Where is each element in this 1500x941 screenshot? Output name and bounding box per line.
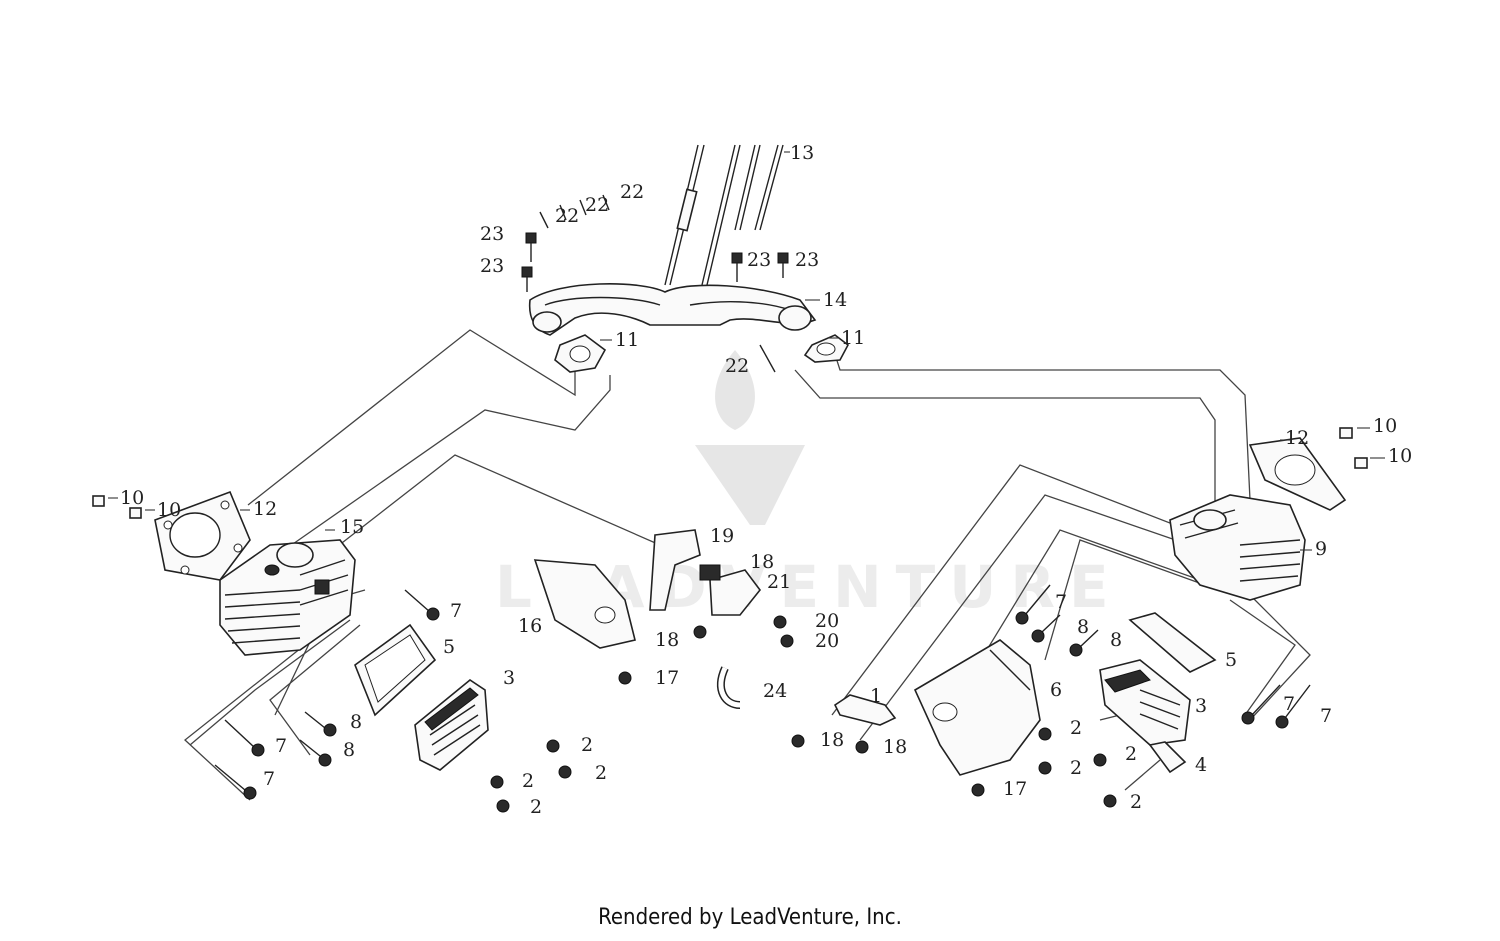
label-7: 7	[450, 600, 462, 622]
hose-24	[717, 666, 741, 709]
label-6: 6	[1050, 679, 1062, 701]
label-22: 22	[555, 205, 579, 227]
label-14: 14	[823, 289, 847, 311]
label-2: 2	[522, 770, 534, 792]
cylinder-head-15-left	[219, 539, 356, 656]
label-23: 23	[747, 249, 771, 271]
label-18: 18	[750, 551, 774, 573]
push-rod-13-assembly	[664, 144, 790, 286]
bracket-19	[649, 529, 701, 611]
label-22: 22	[585, 194, 609, 216]
label-18: 18	[883, 736, 907, 758]
label-10: 10	[1373, 415, 1397, 437]
label-24: 24	[763, 680, 787, 702]
label-20: 20	[815, 610, 839, 632]
label-5: 5	[1225, 649, 1237, 671]
shroud-6	[913, 639, 1041, 776]
label-2: 2	[530, 796, 542, 818]
label-12: 12	[1285, 427, 1309, 449]
fasteners	[214, 584, 1311, 813]
label-10: 10	[120, 487, 144, 509]
label-20: 20	[815, 630, 839, 652]
label-12: 12	[253, 498, 277, 520]
gasket-11-right	[803, 334, 850, 363]
label-8: 8	[1110, 629, 1122, 651]
label-11: 11	[615, 329, 639, 351]
bracket-4	[1148, 741, 1187, 774]
bracket-1	[833, 694, 897, 726]
label-19: 19	[710, 525, 734, 547]
label-17: 17	[655, 667, 679, 689]
label-10: 10	[157, 499, 181, 521]
part-number-labels: 13 14 22 22 22 22 23 23 23 23 11 11 10 1…	[120, 142, 1412, 818]
label-22: 22	[725, 355, 749, 377]
label-3: 3	[503, 667, 515, 689]
head-gasket-12-left	[154, 490, 251, 581]
label-10: 10	[1388, 445, 1412, 467]
label-4: 4	[1195, 754, 1207, 776]
label-7: 7	[275, 735, 287, 757]
label-17: 17	[1003, 778, 1027, 800]
leadventure-watermark-logo	[695, 350, 805, 525]
rendered-by-footer: Rendered by LeadVenture, Inc.	[598, 905, 902, 930]
label-8: 8	[343, 739, 355, 761]
label-2: 2	[1130, 791, 1142, 813]
exhaust-manifold-14	[528, 283, 817, 336]
bolts-23	[521, 232, 789, 292]
valve-cover-3-left	[414, 679, 489, 771]
label-2: 2	[581, 734, 593, 756]
valve-cover-gasket-5-left	[354, 623, 437, 717]
head-gasket-12-right	[1248, 437, 1347, 511]
label-13: 13	[790, 142, 814, 164]
dowels-10-right	[1339, 427, 1368, 469]
shroud-16	[533, 559, 636, 649]
label-15: 15	[340, 516, 364, 538]
label-16: 16	[518, 615, 542, 637]
valve-cover-3-right	[1099, 659, 1191, 746]
label-2: 2	[1125, 743, 1137, 765]
label-1: 1	[870, 685, 882, 707]
label-22: 22	[620, 181, 644, 203]
label-2: 2	[595, 762, 607, 784]
dowels-10-left	[92, 495, 142, 519]
gasket-11-left	[554, 334, 607, 373]
valve-cover-gasket-5-right	[1128, 612, 1217, 673]
label-8: 8	[350, 711, 362, 733]
label-8: 8	[1077, 616, 1089, 638]
label-9: 9	[1315, 538, 1327, 560]
label-7: 7	[1283, 693, 1295, 715]
label-leader-lines	[108, 299, 1385, 551]
cylinder-head-9-right	[1169, 494, 1306, 601]
label-23: 23	[795, 249, 819, 271]
label-23: 23	[480, 223, 504, 245]
label-5: 5	[443, 636, 455, 658]
label-2: 2	[1070, 717, 1082, 739]
label-18: 18	[820, 729, 844, 751]
label-11: 11	[841, 327, 865, 349]
label-18: 18	[655, 629, 679, 651]
studs-22	[539, 194, 776, 373]
label-2: 2	[1070, 757, 1082, 779]
label-7: 7	[1320, 705, 1332, 727]
label-7: 7	[263, 768, 275, 790]
label-7: 7	[1055, 591, 1067, 613]
label-21: 21	[767, 571, 791, 593]
label-23: 23	[480, 255, 504, 277]
label-3: 3	[1195, 695, 1207, 717]
ignition-coil-21	[699, 564, 762, 616]
